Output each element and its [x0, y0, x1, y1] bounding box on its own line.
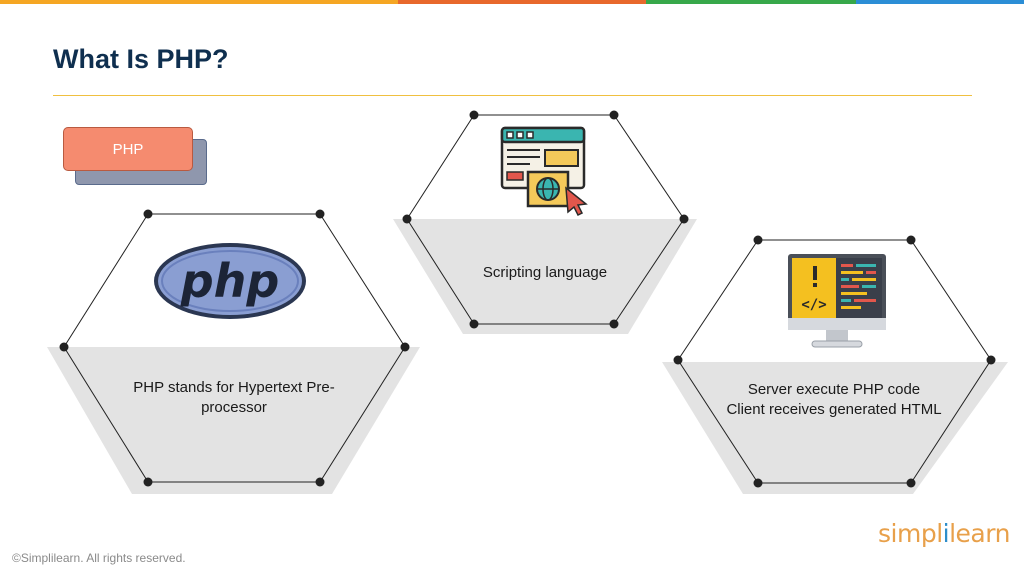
hexagon-right-line-2: Client receives generated HTML — [726, 401, 942, 418]
hexagon-left-fill — [47, 347, 420, 494]
copyright-footer: ©Simplilearn. All rights reserved. — [12, 551, 186, 565]
web-browser-icon — [500, 126, 588, 217]
hexagon-right-text: Server execute PHP code Client receives … — [724, 380, 944, 420]
topbar-segment-orange — [0, 0, 398, 4]
hexagon-top — [393, 110, 697, 334]
hexagon-right-line-1: Server execute PHP code — [747, 381, 921, 398]
topbar-segment-blue — [856, 0, 1024, 4]
php-tag: PHP — [63, 127, 193, 171]
top-color-bar — [0, 0, 1024, 4]
logo-part-2: i — [942, 519, 950, 548]
php-logo-text: php — [180, 254, 280, 308]
simplilearn-logo: simplilearn — [878, 519, 1010, 548]
hexagon-left-text: PHP stands for Hypertext Pre-processor — [133, 379, 335, 416]
topbar-segment-red — [398, 0, 646, 4]
logo-part-3: learn — [949, 519, 1010, 548]
hexagon-left: php — [47, 209, 420, 494]
php-logo-icon: php — [154, 243, 306, 319]
hexagon-top-text: Scripting language — [482, 264, 608, 281]
code-monitor-icon: </> — [788, 254, 886, 348]
svg-text:</>: </> — [801, 297, 826, 313]
topbar-segment-green — [646, 0, 856, 4]
page-title: What Is PHP? — [53, 44, 229, 74]
title-divider — [53, 95, 972, 96]
hexagon-right-fill — [662, 362, 1008, 494]
logo-part-1: simpl — [878, 519, 943, 548]
hexagon-right: </> — [662, 235, 1008, 494]
hexagon-top-fill — [393, 219, 697, 334]
